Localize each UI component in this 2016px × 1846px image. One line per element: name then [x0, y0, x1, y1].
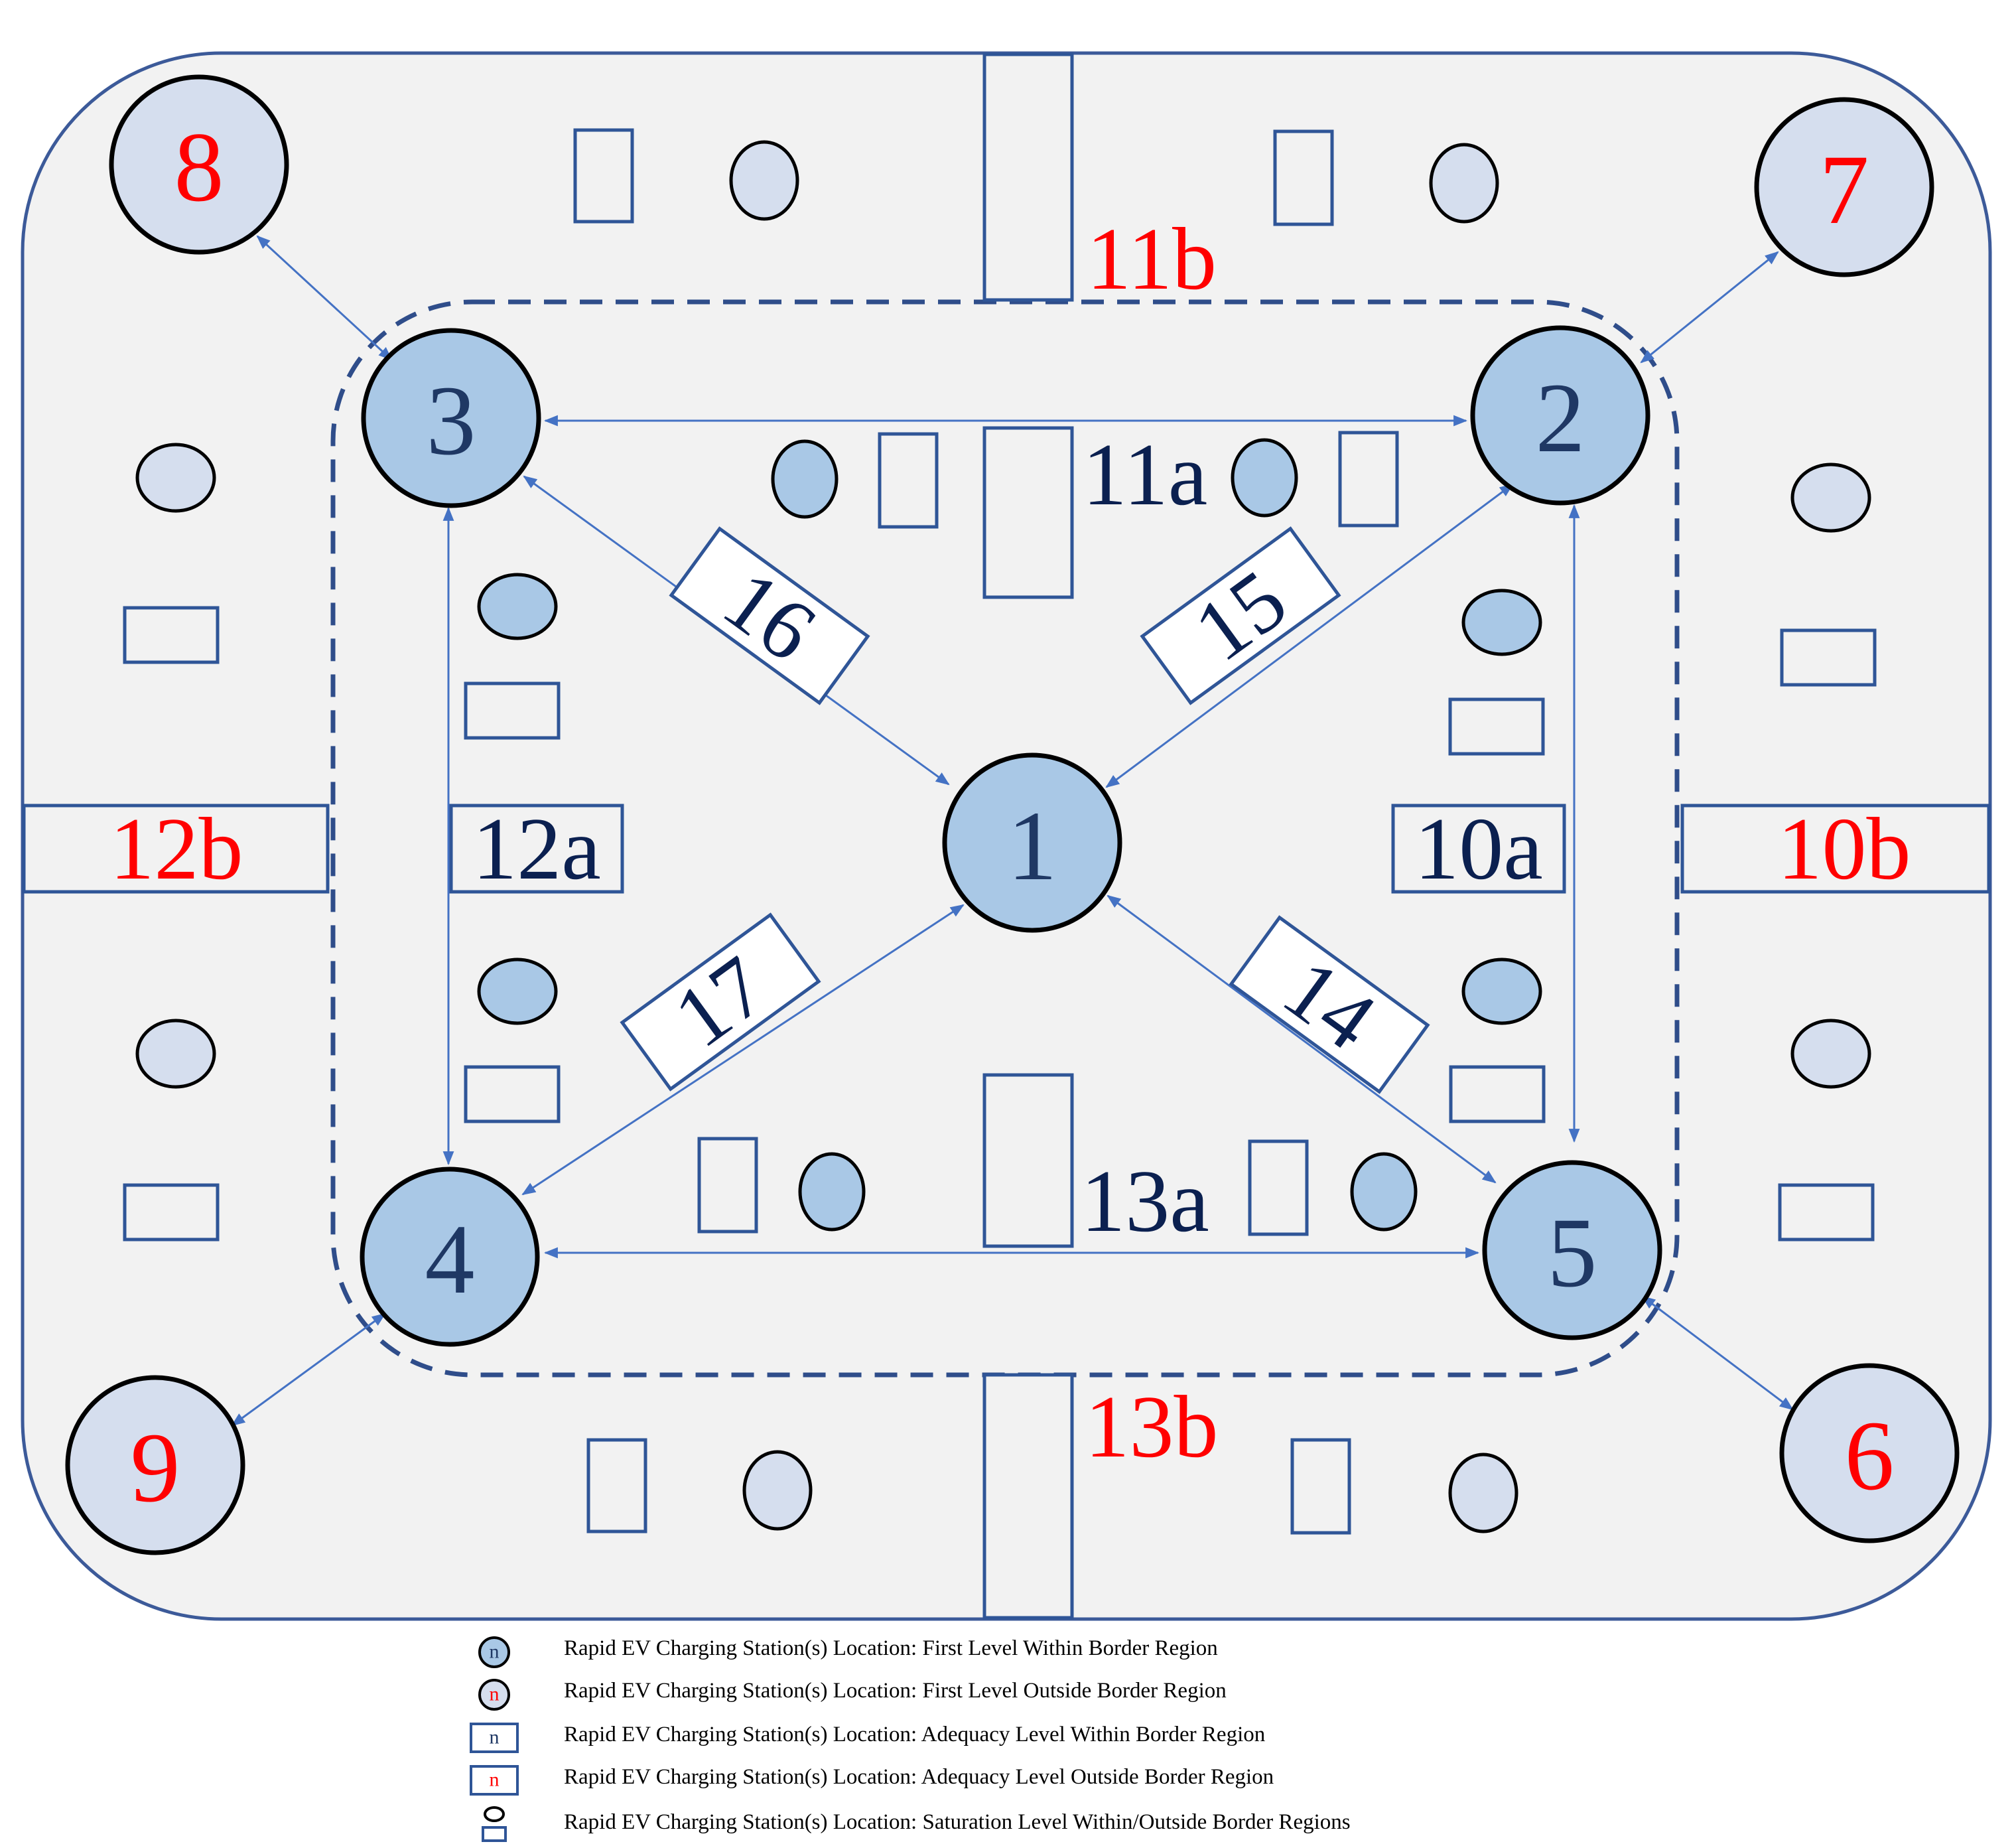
station-node-4-label: 4 — [425, 1204, 475, 1314]
station-node-1-label: 1 — [1008, 791, 1057, 901]
edge-label-15-box — [1140, 526, 1341, 705]
label-13b: 13b — [1085, 1378, 1219, 1476]
inner-border-region — [330, 299, 1680, 1378]
saturation-rect — [1780, 628, 1877, 687]
station-node-8-label: 8 — [174, 112, 224, 222]
crossing-zone-10b — [1680, 804, 1991, 894]
station-node-3-label: 3 — [427, 366, 476, 476]
inner-ellipse — [477, 573, 558, 640]
inner-ellipse — [1461, 958, 1542, 1025]
legend-label: Rapid EV Charging Station(s) Location: F… — [564, 1679, 1227, 1703]
crossing-zone-13a — [982, 1073, 1074, 1248]
station-node-5: 5 — [1482, 1160, 1662, 1340]
saturation-rect — [573, 128, 634, 224]
inner-ellipse — [1231, 438, 1298, 518]
inner-ellipse — [798, 1152, 866, 1232]
arrow-9-4 — [231, 1313, 386, 1427]
saturation-rect — [586, 1438, 647, 1533]
arrow-7-2 — [1640, 251, 1779, 364]
saturation-ellipse — [729, 140, 799, 221]
crossing-zone-12b — [22, 804, 330, 894]
label-11b: 11b — [1087, 210, 1217, 308]
saturation-rect — [123, 1183, 220, 1242]
inner-ellipse — [477, 958, 558, 1025]
legend-item-saturation: Rapid EV Charging Station(s) Location: S… — [464, 1806, 1658, 1846]
arrow-2-1 — [1105, 483, 1514, 788]
arrow-4-1 — [521, 904, 965, 1196]
arrow-5-1 — [1107, 894, 1497, 1184]
saturation-rect — [123, 606, 220, 664]
legend: n Rapid EV Charging Station(s) Location:… — [464, 1632, 1658, 1842]
station-node-9: 9 — [65, 1375, 245, 1555]
saturation-ellipse — [135, 443, 216, 513]
arrow-6-5 — [1641, 1295, 1794, 1411]
crossing-zone-11b — [982, 52, 1074, 302]
station-node-4: 4 — [360, 1167, 540, 1347]
saturation-ellipse — [1790, 462, 1871, 533]
station-node-2: 2 — [1470, 325, 1650, 506]
label-11a: 11a — [1083, 425, 1208, 524]
station-node-8: 8 — [109, 74, 289, 255]
connection-arrows — [231, 235, 1794, 1427]
arrow-8-3 — [256, 235, 393, 361]
station-node-2-label: 2 — [1536, 363, 1585, 473]
saturation-ellipse — [1790, 1019, 1871, 1089]
station-node-5-label: 5 — [1548, 1198, 1597, 1308]
edge-label-17-box — [620, 912, 821, 1092]
crossing-zone-11a — [982, 426, 1074, 599]
edge-label-16-box — [669, 526, 870, 705]
crossing-zone-13b — [982, 1373, 1074, 1620]
station-node-1: 1 — [942, 752, 1122, 933]
legend-symbol-letter: n — [490, 1769, 500, 1791]
saturation-ellipse — [1448, 1453, 1518, 1533]
legend-symbol-letter: n — [490, 1683, 500, 1705]
inner-ellipse — [1350, 1152, 1418, 1232]
inner-ellipse — [771, 439, 839, 519]
label-12b: 12b — [110, 800, 243, 898]
legend-symbol-letter: n — [490, 1727, 500, 1748]
saturation-ellipse — [742, 1450, 813, 1531]
saturation-rect — [1273, 129, 1334, 226]
label-10a-box — [1391, 804, 1566, 894]
legend-symbol-saturation — [482, 1806, 507, 1842]
saturation-rect — [1290, 1438, 1351, 1535]
edge-label-14-box — [1229, 915, 1430, 1094]
saturation-rect — [1778, 1183, 1875, 1242]
legend-symbol-adequacy-within: n — [470, 1723, 519, 1753]
label-10a: 10a — [1414, 800, 1542, 898]
legend-item-first-within: n Rapid EV Charging Station(s) Location:… — [464, 1632, 1658, 1672]
label-12a-group: 12a — [449, 800, 624, 898]
legend-symbol-adequacy-outside: n — [470, 1765, 519, 1796]
station-node-7-label: 7 — [1820, 135, 1869, 245]
inner-ellipse — [1461, 589, 1542, 656]
saturation-ellipse — [135, 1019, 216, 1089]
legend-item-first-outside: n Rapid EV Charging Station(s) Location:… — [464, 1675, 1658, 1715]
saturation-markers — [123, 128, 1877, 1535]
station-node-7: 7 — [1754, 97, 1934, 277]
label-10a-group: 10a — [1391, 800, 1566, 898]
legend-label: Rapid EV Charging Station(s) Location: S… — [564, 1810, 1351, 1834]
label-10b: 10b — [1778, 800, 1911, 898]
legend-symbol-first-outside: n — [478, 1679, 510, 1711]
legend-symbol-letter: n — [490, 1641, 500, 1663]
legend-item-adequacy-outside: n Rapid EV Charging Station(s) Location:… — [464, 1761, 1658, 1801]
legend-symbol-first-within: n — [478, 1636, 510, 1668]
legend-label: Rapid EV Charging Station(s) Location: F… — [564, 1636, 1218, 1660]
legend-item-adequacy-within: n Rapid EV Charging Station(s) Location:… — [464, 1719, 1658, 1758]
label-12a-box — [449, 804, 624, 894]
label-12a: 12a — [472, 800, 600, 898]
label-13a: 13a — [1081, 1152, 1209, 1250]
legend-label: Rapid EV Charging Station(s) Location: A… — [564, 1723, 1266, 1746]
station-node-6-label: 6 — [1845, 1401, 1895, 1511]
station-node-6: 6 — [1779, 1363, 1960, 1543]
station-node-3: 3 — [361, 328, 541, 508]
legend-label: Rapid EV Charging Station(s) Location: A… — [564, 1765, 1274, 1789]
station-node-9-label: 9 — [131, 1413, 180, 1523]
saturation-ellipse — [1429, 143, 1499, 224]
